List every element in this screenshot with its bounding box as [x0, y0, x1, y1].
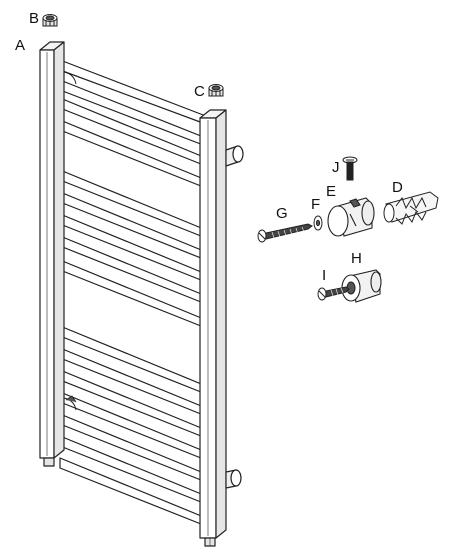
screw-j	[342, 156, 358, 181]
label-c: C	[194, 83, 205, 100]
bracket-e	[327, 197, 375, 237]
screw-g	[257, 223, 313, 243]
label-d: D	[392, 179, 403, 196]
cap-b	[42, 14, 58, 27]
label-h: H	[351, 250, 362, 267]
wall-plug-d	[383, 191, 439, 225]
cap-c	[208, 84, 224, 97]
cover-h	[341, 269, 382, 303]
label-b: B	[29, 10, 40, 27]
label-j: J	[332, 159, 340, 176]
horizontal-bars	[59, 59, 212, 529]
washer-f	[313, 215, 323, 231]
right-upright	[199, 109, 227, 547]
left-upright	[39, 41, 77, 467]
right-wall-brackets	[225, 145, 244, 489]
label-f: F	[311, 196, 321, 213]
towel-rail	[39, 41, 244, 547]
label-e: E	[326, 183, 337, 200]
label-i: I	[322, 267, 327, 284]
screw-i	[317, 286, 350, 301]
label-a: A	[15, 37, 26, 54]
label-g: G	[276, 205, 288, 222]
